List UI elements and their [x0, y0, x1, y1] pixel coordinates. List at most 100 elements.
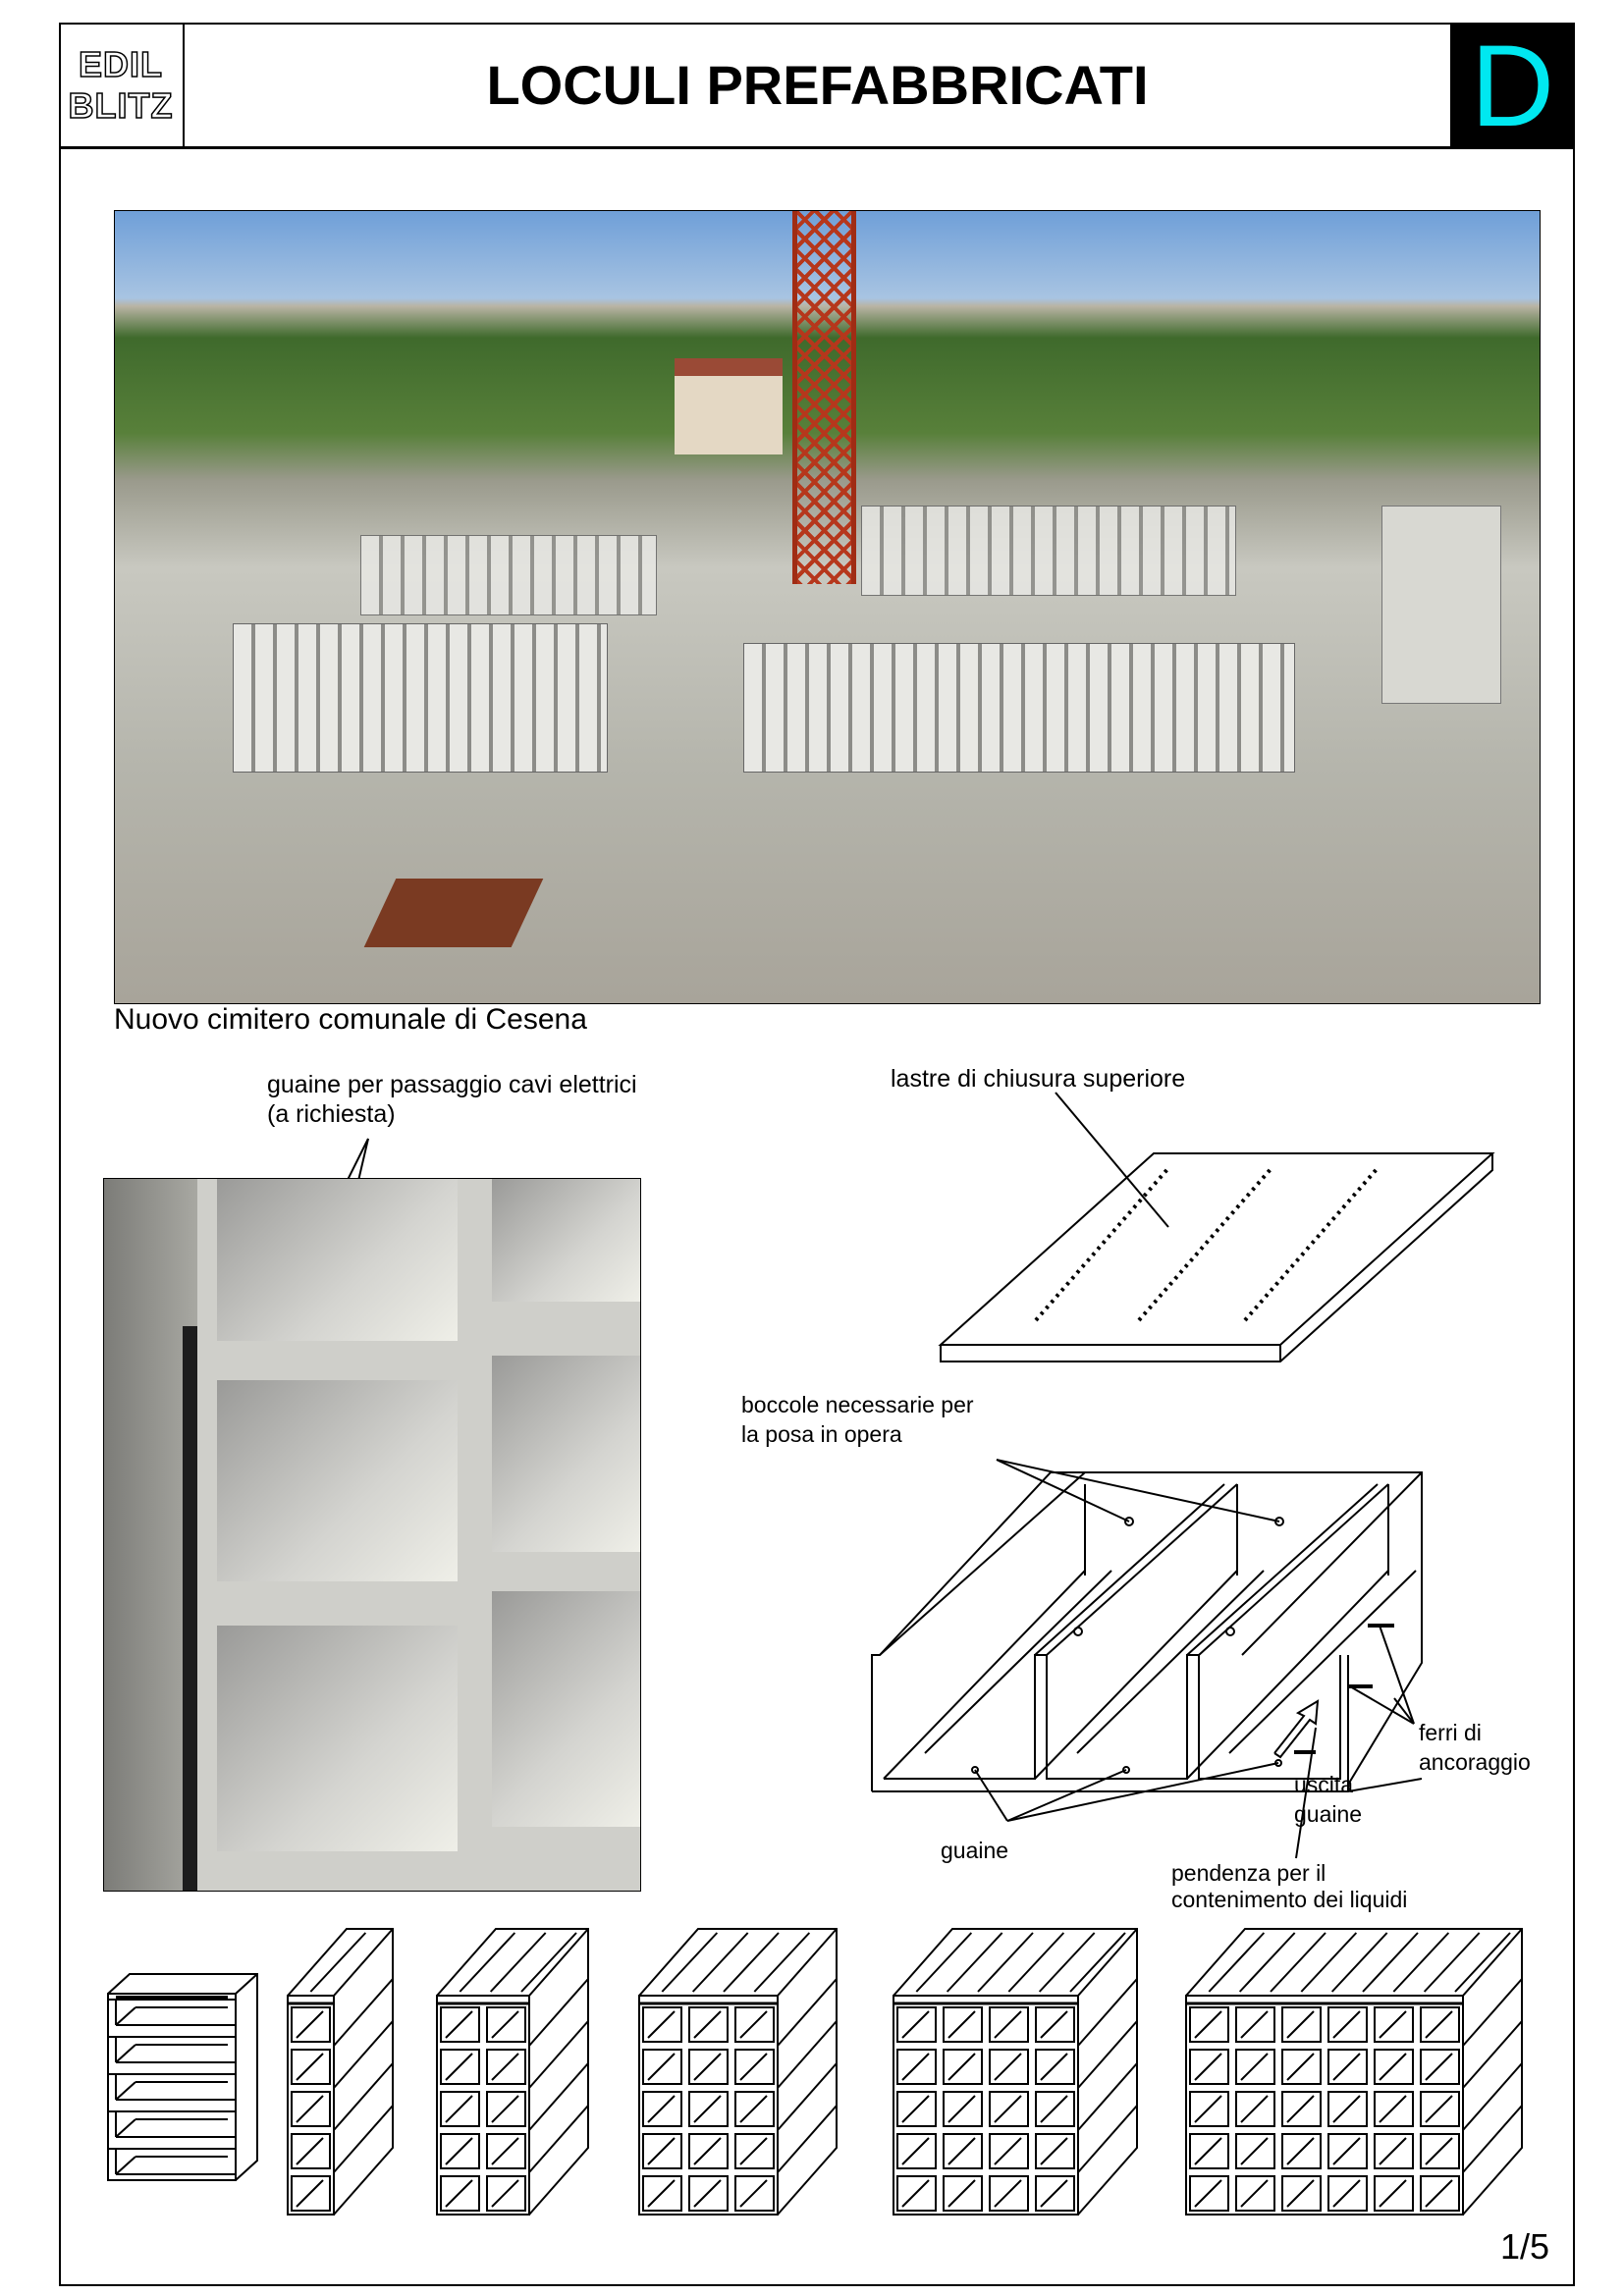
loculo-cell [441, 2176, 479, 2211]
loculo-cell [487, 2007, 525, 2042]
configuration-3 [437, 1929, 588, 2215]
uscita-label-line2: guaine [1294, 1801, 1363, 1827]
configuration-4 [639, 1929, 837, 2215]
uscita-label-line1: uscita [1294, 1772, 1354, 1797]
loculo-cell [944, 2134, 982, 2168]
house [675, 358, 783, 454]
loculo-cell [487, 2092, 525, 2126]
configuration-1 [108, 1974, 257, 2180]
loculo-cell [1036, 2007, 1074, 2042]
loculo-cell [897, 2050, 936, 2084]
section-badge: D [1450, 23, 1575, 149]
loculo-cell [689, 2176, 728, 2211]
loculo-cell [643, 2007, 681, 2042]
loculo-cell [735, 2007, 774, 2042]
loculo-cell [487, 2134, 525, 2168]
loculo-cell [1036, 2050, 1074, 2084]
loculi-row [360, 535, 657, 615]
loculo-cell [1236, 2050, 1274, 2084]
loculo-cell [1036, 2092, 1074, 2126]
cable-bundle [183, 1326, 200, 1891]
loculo-cell [990, 2134, 1028, 2168]
header [59, 23, 1575, 149]
loculo-cell [441, 2092, 479, 2126]
side-wall [104, 1179, 197, 1891]
page-number: 1/5 [1500, 2226, 1550, 2267]
loculo-cell [1375, 2050, 1413, 2084]
niche [492, 1179, 640, 1302]
loculo-cell [487, 2050, 525, 2084]
logo-line1: EDIL [78, 43, 163, 84]
loculo-cell [1421, 2176, 1459, 2211]
loculo-cell [292, 2176, 330, 2211]
page-frame [59, 23, 1575, 2286]
loculo-cell [1190, 2050, 1228, 2084]
loculo-cell [1328, 2092, 1367, 2126]
loculo-cell [1036, 2134, 1074, 2168]
loculo-cell [292, 2092, 330, 2126]
loculo-cell [441, 2134, 479, 2168]
loculo-cell [897, 2092, 936, 2126]
loculo-cell [292, 2050, 330, 2084]
loculo-cell [1036, 2176, 1074, 2211]
loculo-cell [735, 2050, 774, 2084]
loculo-cell [944, 2007, 982, 2042]
crane [792, 211, 856, 584]
loculo-cell [1190, 2007, 1228, 2042]
niche [217, 1179, 458, 1341]
loculo-cell [1282, 2134, 1321, 2168]
configuration-6 [1186, 1929, 1522, 2215]
loculo-cell [1282, 2050, 1321, 2084]
loculo-cell [689, 2007, 728, 2042]
ferri-label-line2: ancoraggio [1419, 1749, 1531, 1775]
concrete-wall [1381, 506, 1501, 704]
loculo-cell [735, 2092, 774, 2126]
guaine-annotation-line1: guaine per passaggio cavi elettrici [267, 1071, 637, 1098]
guaine-annotation-line2: (a richiesta) [267, 1100, 396, 1128]
edil-blitz-logo: EDIL BLITZ [59, 23, 185, 147]
loculo-cell [897, 2176, 936, 2211]
loculo-cell [487, 2176, 525, 2211]
loculi-row [861, 506, 1236, 596]
loculo-cell [1282, 2176, 1321, 2211]
loculo-cell [1421, 2092, 1459, 2126]
loculo-cell [689, 2092, 728, 2126]
loculo-cell [292, 2134, 330, 2168]
loculo-cell [1190, 2176, 1228, 2211]
loculo-cell [990, 2092, 1028, 2126]
configuration-5 [893, 1929, 1137, 2215]
loculo-cell [1421, 2134, 1459, 2168]
loculo-cell [1375, 2176, 1413, 2211]
niche [217, 1380, 458, 1581]
loculi-detail-photo [103, 1178, 641, 1892]
boccole-label-line1: boccole necessarie per [741, 1392, 974, 1417]
boccole-label-line2: la posa in opera [741, 1421, 902, 1447]
loculo-cell [1421, 2050, 1459, 2084]
loculo-cell [990, 2176, 1028, 2211]
loculo-cell [1282, 2007, 1321, 2042]
loculo-cell [1282, 2092, 1321, 2126]
loculo-cell [1421, 2007, 1459, 2042]
loculo-cell [897, 2007, 936, 2042]
photo-caption: Nuovo cimitero comunale di Cesena [114, 1003, 587, 1036]
loculi-row [233, 623, 608, 773]
loculo-cell [643, 2176, 681, 2211]
loculo-cell [944, 2050, 982, 2084]
loculo-cell [990, 2050, 1028, 2084]
guaine-label: guaine [941, 1838, 1009, 1863]
loculo-cell [1190, 2092, 1228, 2126]
loculo-cell [643, 2050, 681, 2084]
loculo-cell [1236, 2007, 1274, 2042]
loculo-cell [735, 2176, 774, 2211]
niche [492, 1356, 640, 1552]
loculo-cell [441, 2007, 479, 2042]
cemetery-construction-photo [114, 210, 1541, 1004]
loculo-cell [1328, 2007, 1367, 2042]
loculo-cell [441, 2050, 479, 2084]
loculo-cell [1236, 2092, 1274, 2126]
configuration-2 [288, 1929, 393, 2215]
loculo-cell [643, 2092, 681, 2126]
